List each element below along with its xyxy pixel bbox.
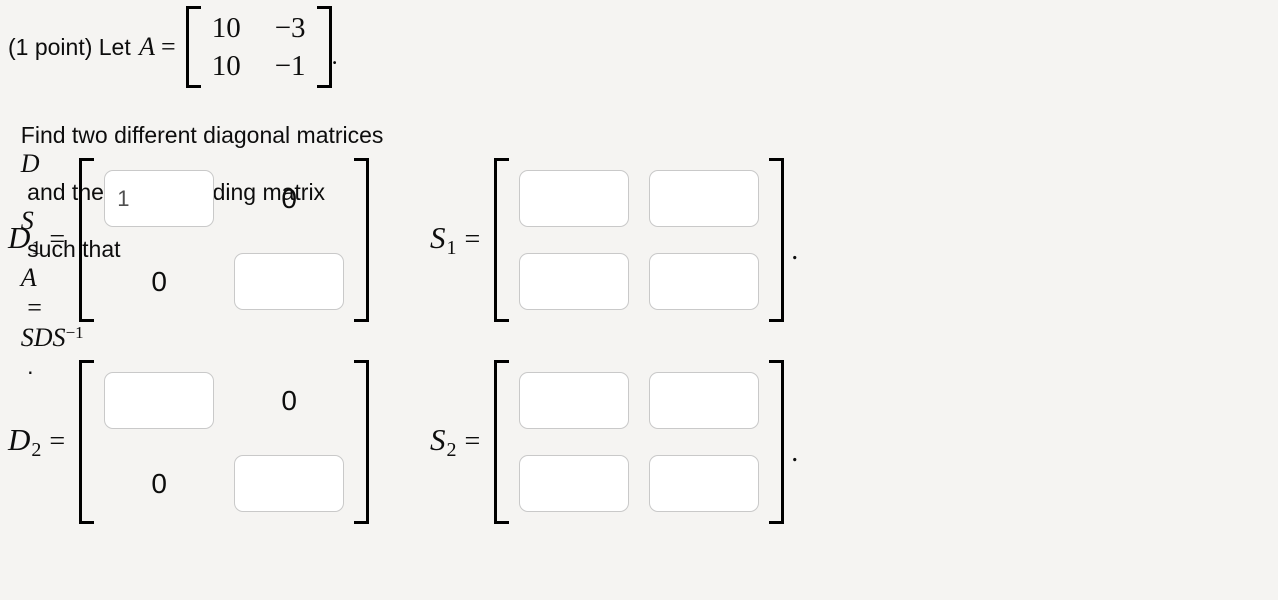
s1-cells — [509, 158, 769, 322]
s2-cell-21 — [519, 455, 630, 512]
inverse-exponent: −1 — [65, 323, 84, 342]
right-bracket — [769, 158, 785, 322]
sentence-period: . — [331, 43, 338, 70]
var-a-2: A — [20, 263, 37, 292]
d2-subscript: 2 — [31, 439, 42, 461]
d2-equals-sign: = — [49, 426, 66, 457]
s2-subscript: 2 — [446, 439, 457, 461]
d2-cell-22 — [234, 455, 345, 512]
sds-expression: SDS — [20, 323, 66, 352]
s1-matrix — [494, 158, 785, 322]
d1-entry-1-1-input[interactable] — [104, 170, 215, 227]
d2-matrix: 0 0 — [79, 360, 370, 524]
s2-entry-2-2-input[interactable] — [649, 455, 760, 512]
var-d: D — [20, 149, 40, 178]
right-bracket — [769, 360, 785, 524]
s1-period: . — [791, 235, 799, 266]
matrix-a-cell-21: 10 — [211, 49, 241, 82]
d1-letter: D — [8, 220, 31, 255]
s1-entry-2-1-input[interactable] — [519, 253, 630, 310]
d1-subscript: 1 — [31, 237, 42, 259]
d2-cell-21: 0 — [151, 467, 167, 499]
left-bracket — [185, 6, 201, 88]
right-bracket — [354, 360, 370, 524]
points-label: (1 point) — [8, 33, 99, 60]
left-bracket — [494, 360, 510, 524]
s1-equals-sign: = — [464, 224, 481, 255]
d1-matrix: 0 0 — [79, 158, 370, 322]
s1-entry-1-1-input[interactable] — [519, 170, 630, 227]
s2-entry-1-2-input[interactable] — [649, 372, 760, 429]
d2-entry-1-1-input[interactable] — [104, 372, 215, 429]
equals-sign: = — [161, 32, 176, 61]
equation-s1: S1 = . — [430, 158, 798, 322]
d2-label: D2 — [8, 422, 41, 462]
var-a: A — [139, 32, 156, 61]
left-bracket — [79, 360, 95, 524]
s2-equals-sign: = — [464, 426, 481, 457]
s1-entry-2-2-input[interactable] — [649, 253, 760, 310]
s2-period: . — [791, 437, 799, 468]
left-bracket — [494, 158, 510, 322]
s1-cell-12 — [649, 170, 760, 227]
equation-d2: D2 = 0 0 — [8, 360, 370, 524]
equals-sign-2: = — [20, 293, 49, 322]
equation-d1: D1 = 0 0 — [8, 158, 370, 322]
d1-cells: 0 0 — [94, 158, 354, 322]
d2-entry-2-2-input[interactable] — [234, 455, 345, 512]
s1-cell-21 — [519, 253, 630, 310]
s2-cell-12 — [649, 372, 760, 429]
d1-cell-21: 0 — [151, 265, 167, 297]
instruction-part1: Find two different diagonal matrices — [20, 122, 390, 148]
s1-cell-11 — [519, 170, 630, 227]
matrix-a-cell-12: −3 — [274, 11, 306, 44]
d1-cell-22 — [234, 253, 345, 310]
s2-label: S2 — [430, 422, 457, 462]
s2-cell-11 — [519, 372, 630, 429]
d1-label: D1 — [8, 220, 41, 260]
left-bracket — [79, 158, 95, 322]
d2-letter: D — [8, 422, 31, 457]
s2-cell-22 — [649, 455, 760, 512]
s2-entry-2-1-input[interactable] — [519, 455, 630, 512]
d1-equals-sign: = — [49, 224, 66, 255]
d2-cell-12: 0 — [281, 384, 297, 416]
problem-statement-line1: (1 point) Let A = 10 −3 10 −1 . — [8, 6, 338, 88]
s2-matrix — [494, 360, 785, 524]
matrix-a-cells: 10 −3 10 −1 — [201, 6, 317, 88]
let-text: Let — [98, 33, 138, 60]
s2-entry-1-1-input[interactable] — [519, 372, 630, 429]
right-bracket — [316, 6, 332, 88]
matrix-a-cell-22: −1 — [274, 49, 306, 82]
s1-letter: S — [430, 220, 446, 255]
d1-cell-11 — [104, 170, 215, 227]
s2-cells — [509, 360, 769, 524]
instruction-part3: such that — [20, 236, 127, 262]
matrix-a-cell-11: 10 — [211, 11, 241, 44]
equation-s2: S2 = . — [430, 360, 798, 524]
d2-cell-11 — [104, 372, 215, 429]
s2-letter: S — [430, 422, 446, 457]
instruction-end-period: . — [20, 353, 34, 379]
right-bracket — [354, 158, 370, 322]
d1-entry-2-2-input[interactable] — [234, 253, 345, 310]
s1-cell-22 — [649, 253, 760, 310]
d1-cell-12: 0 — [281, 182, 297, 214]
s1-subscript: 1 — [446, 237, 457, 259]
d2-cells: 0 0 — [94, 360, 354, 524]
var-s: S — [20, 206, 34, 235]
matrix-a: 10 −3 10 −1 — [185, 6, 332, 88]
s1-entry-1-2-input[interactable] — [649, 170, 760, 227]
s1-label: S1 — [430, 220, 457, 260]
